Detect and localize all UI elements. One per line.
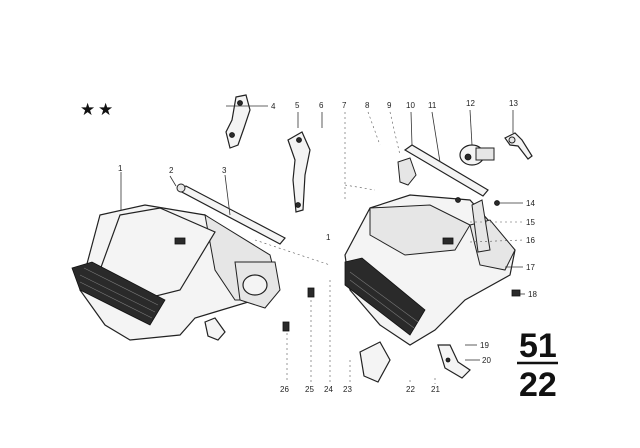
callout-26: 26 — [280, 385, 289, 394]
bracket-part-4 — [225, 94, 251, 149]
hinge-arm-part — [287, 131, 311, 213]
left-glove-box-illustration — [71, 204, 281, 341]
callout-17: 17 — [526, 263, 535, 272]
support-strap-part — [397, 144, 491, 253]
group-number-bottom: 22 — [519, 366, 557, 404]
callout-13: 13 — [509, 99, 518, 108]
callout-15: 15 — [526, 218, 535, 227]
callout-2: 2 — [169, 166, 174, 175]
callout-22: 22 — [406, 385, 415, 394]
callout-24: 24 — [324, 385, 333, 394]
callout-5: 5 — [295, 101, 300, 110]
callout-12: 12 — [466, 99, 475, 108]
callout-6: 6 — [319, 101, 324, 110]
callout-1: 1 — [118, 164, 123, 173]
callout-14: 14 — [526, 199, 535, 208]
callout-16: 16 — [526, 236, 535, 245]
right-glove-box-illustration — [344, 194, 516, 346]
star-mark-2: ★ — [98, 100, 113, 120]
callout-7: 7 — [342, 101, 347, 110]
callout-9: 9 — [387, 101, 392, 110]
callout-25: 25 — [305, 385, 314, 394]
callout-19: 19 — [480, 341, 489, 350]
group-number-badge: 51 22 — [517, 327, 558, 404]
callout-21: 21 — [431, 385, 440, 394]
callout-20: 20 — [482, 356, 491, 365]
striker-plate-part — [359, 341, 391, 383]
callout-1-center: 1 — [326, 233, 331, 242]
callout-labels: 1 2 3 4 5 6 7 8 9 10 11 12 13 14 15 16 1… — [118, 99, 537, 394]
hinge-rod-part — [176, 183, 286, 245]
callout-10: 10 — [406, 101, 415, 110]
callout-18: 18 — [528, 290, 537, 299]
group-number-top: 51 — [519, 327, 557, 365]
callout-4: 4 — [271, 102, 276, 111]
callout-3: 3 — [222, 166, 227, 175]
left-latch-part — [204, 317, 226, 341]
callout-11: 11 — [428, 101, 437, 110]
screw-parts — [282, 197, 521, 332]
leader-lines — [120, 105, 525, 384]
star-mark-1: ★ — [80, 100, 95, 120]
latch-bracket-part — [437, 344, 471, 379]
lock-cylinder-part — [459, 132, 533, 166]
callout-23: 23 — [343, 385, 352, 394]
callout-8: 8 — [365, 101, 370, 110]
